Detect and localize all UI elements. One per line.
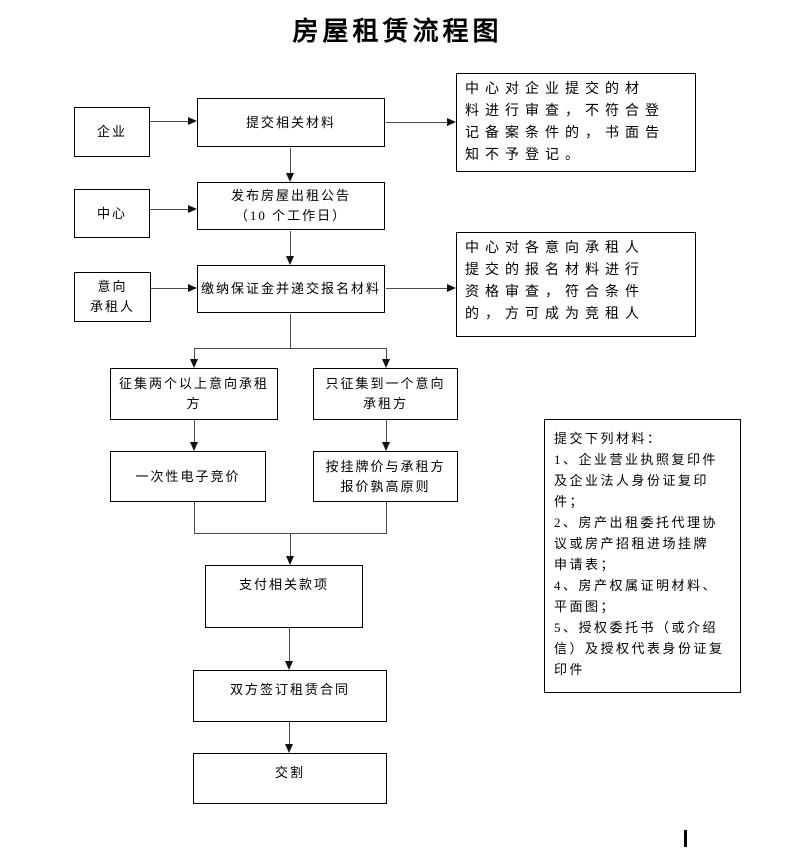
connector-line <box>150 209 188 210</box>
arrowhead-right-icon <box>447 118 456 126</box>
connector-line <box>386 420 387 442</box>
connector-line <box>290 533 291 556</box>
step-box-publish-notice: 发布房屋出租公告 （10 个工作日） <box>197 182 385 230</box>
connector-line <box>194 420 195 442</box>
connector-line <box>290 148 291 173</box>
connector-line <box>194 348 386 349</box>
connector-line <box>289 628 290 661</box>
connector-line <box>386 502 387 534</box>
arrowhead-down-icon <box>286 556 294 565</box>
note-box-enterprise-review: 中心对企业提交的材 料进行审查，不符合登 记备案条件的，书面告 知不予登记。 <box>456 73 696 172</box>
arrowhead-down-icon <box>190 442 198 451</box>
step-box-pay-deposit: 缴纳保证金并递交报名材料 <box>197 265 385 313</box>
actor-box-enterprise: 企业 <box>74 107 150 157</box>
arrowhead-right-icon <box>188 284 197 292</box>
arrowhead-down-icon <box>382 442 390 451</box>
connector-line <box>386 122 447 123</box>
arrowhead-down-icon <box>382 359 390 368</box>
cursor-mark <box>684 830 687 847</box>
step-box-pay-fees: 支付相关款项 <box>205 565 363 628</box>
connector-line <box>194 348 195 359</box>
arrowhead-down-icon <box>285 661 293 670</box>
note-box-materials-list: 提交下列材料： 1、企业营业执照复印件 及企业法人身份证复印 件； 2、房产出租… <box>544 419 741 693</box>
arrowhead-down-icon <box>190 359 198 368</box>
connector-line <box>290 314 291 348</box>
arrowhead-right-icon <box>447 284 456 292</box>
connector-line <box>150 121 188 122</box>
arrowhead-down-icon <box>286 173 294 182</box>
step-box-sign-contract: 双方签订租赁合同 <box>193 670 387 722</box>
step-box-submit-materials: 提交相关材料 <box>197 98 385 147</box>
step-box-e-bidding: 一次性电子竞价 <box>110 451 266 502</box>
step-box-multiple-tenants: 征集两个以上意向承租 方 <box>110 368 278 420</box>
connector-line <box>151 288 188 289</box>
connector-line <box>289 722 290 744</box>
arrowhead-down-icon <box>286 256 294 265</box>
step-box-handover: 交割 <box>193 753 387 804</box>
connector-line <box>386 288 447 289</box>
connector-line <box>194 502 195 534</box>
actor-box-center: 中心 <box>74 189 150 238</box>
connector-line <box>290 231 291 256</box>
page-title: 房屋租赁流程图 <box>292 17 503 46</box>
step-box-price-rule: 按挂牌价与承租方 报价孰高原则 <box>313 451 458 502</box>
connector-line <box>386 348 387 359</box>
step-box-single-tenant: 只征集到一个意向 承租方 <box>313 368 458 420</box>
arrowhead-right-icon <box>188 117 197 125</box>
actor-box-intended-tenant: 意向 承租人 <box>74 272 151 322</box>
arrowhead-right-icon <box>188 205 197 213</box>
note-box-tenant-review: 中心对各意向承租人 提交的报名材料进行 资格审查，符合条件 的，方可成为竞租人 <box>456 232 696 337</box>
arrowhead-down-icon <box>285 744 293 753</box>
